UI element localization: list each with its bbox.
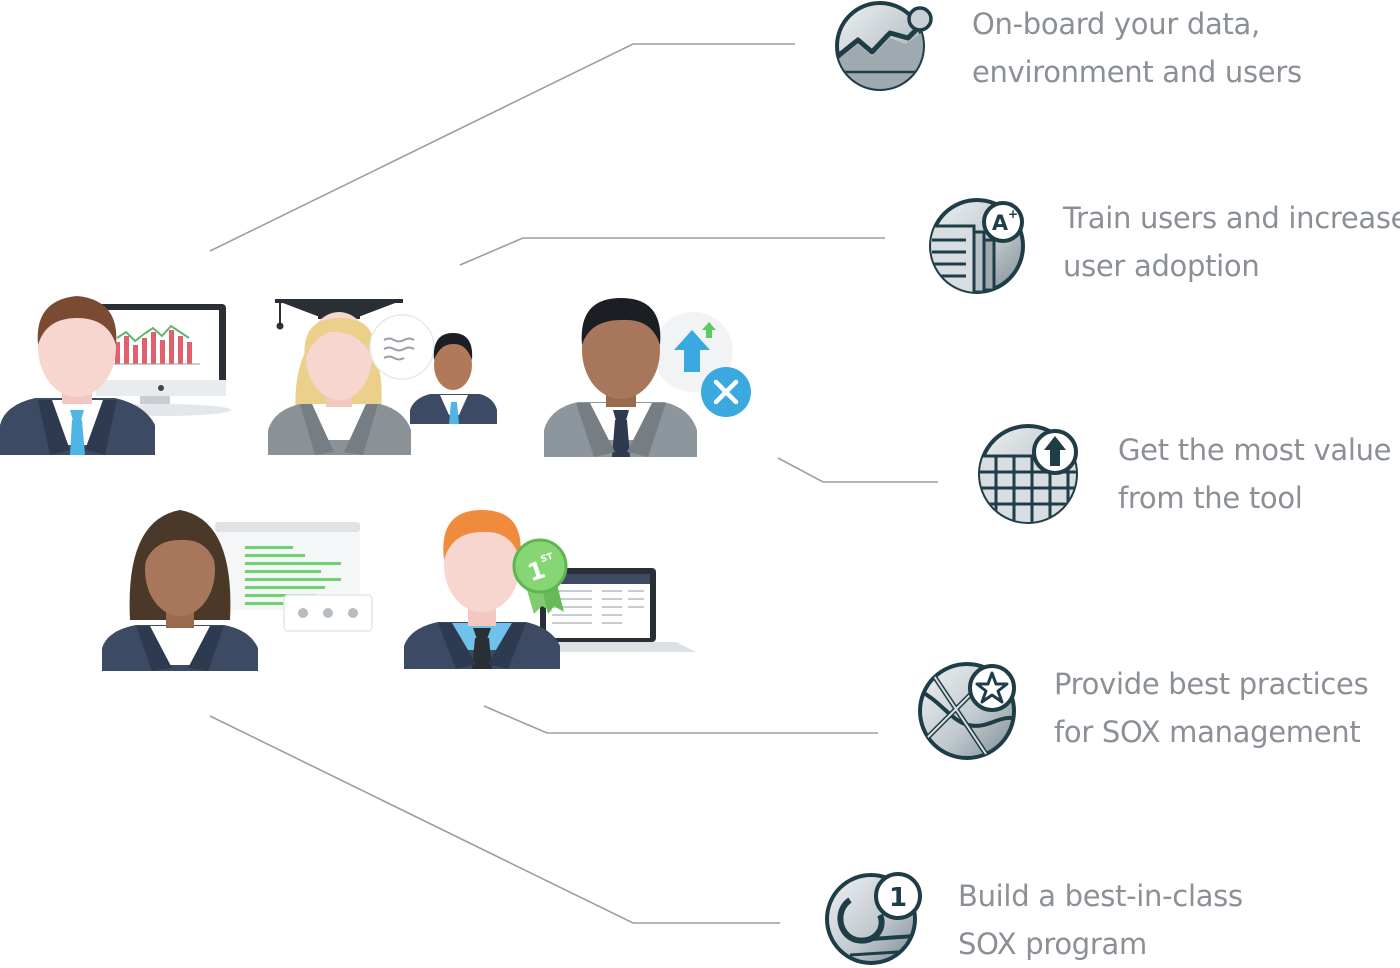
- ribbon-superscript: ST: [539, 551, 555, 565]
- label-line: Build a best-in-class: [958, 879, 1243, 913]
- label-line: Train users and increase: [1063, 201, 1400, 235]
- label-line: SOX program: [958, 927, 1147, 961]
- label-onboard: On-board your data, environment and user…: [972, 0, 1302, 96]
- connector-line-4: [483, 705, 878, 734]
- label-line: from the tool: [1118, 481, 1303, 515]
- grade-superscript: +: [1008, 207, 1018, 221]
- connector-line-1: [209, 43, 795, 252]
- person-optimizer: [544, 298, 751, 457]
- spreadsheet-upload-icon: [978, 424, 1078, 524]
- person-analyst: [0, 296, 231, 455]
- label-line: user adoption: [1063, 249, 1260, 283]
- medal-number: 1: [889, 883, 907, 913]
- connector-line-2: [459, 237, 885, 266]
- label-value: Get the most value from the tool: [1118, 426, 1392, 522]
- speech-bubble-icon: [369, 314, 435, 380]
- number-one-medal-icon: 1: [825, 872, 922, 965]
- star-map-icon: [918, 662, 1016, 760]
- label-practices: Provide best practices for SOX managemen…: [1054, 660, 1369, 756]
- trend-chart-icon: [835, 1, 933, 91]
- person-practitioner: [102, 510, 373, 671]
- label-program: Build a best-in-class SOX program: [958, 872, 1243, 968]
- monitor-chart-icon: [96, 304, 231, 416]
- small-student: [410, 333, 497, 424]
- first-place-ribbon-icon: 1 ST: [512, 538, 568, 614]
- label-line: environment and users: [972, 55, 1302, 89]
- upgrade-arrow-icon: [653, 312, 751, 417]
- connector-line-3: [777, 457, 938, 483]
- person-winner: 1 ST: [404, 510, 696, 669]
- person-trainer: [268, 299, 497, 455]
- document-list-icon: [215, 522, 373, 632]
- grade-a-plus-icon: A +: [929, 198, 1025, 294]
- grade-text: A: [992, 211, 1009, 235]
- label-line: Provide best practices: [1054, 667, 1369, 701]
- label-line: Get the most value: [1118, 433, 1392, 467]
- connector-line-5: [209, 715, 780, 924]
- laptop-icon: [508, 568, 696, 652]
- label-line: On-board your data,: [972, 7, 1260, 41]
- label-train: Train users and increase user adoption: [1063, 194, 1400, 290]
- label-line: for SOX management: [1054, 715, 1361, 749]
